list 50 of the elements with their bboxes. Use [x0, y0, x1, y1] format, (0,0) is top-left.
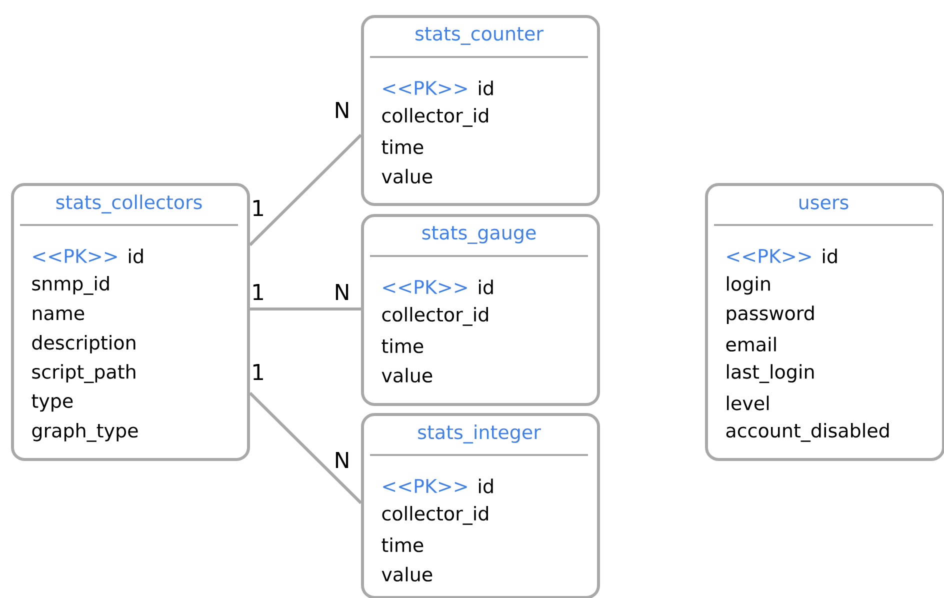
relationship-line: [248, 392, 362, 504]
cardinality-label: N: [336, 102, 348, 118]
table-box: [361, 413, 600, 598]
cardinality-label: N: [336, 284, 348, 300]
cardinality-label: 1: [253, 364, 263, 380]
field-name: time: [382, 338, 424, 354]
field-name: name: [32, 309, 84, 320]
table-title: stats_collectors: [56, 194, 202, 214]
field-name: script_path: [32, 364, 136, 384]
field-name: collector_id: [382, 506, 488, 525]
table-box: [361, 15, 600, 206]
cardinality-label: 1: [253, 200, 263, 216]
field-name: id: [479, 280, 493, 294]
relationship-line: [250, 308, 361, 310]
field-name: description: [32, 335, 136, 354]
field-name: account_disabled: [726, 422, 889, 442]
field-name: level: [727, 396, 769, 410]
field-name: value: [382, 368, 432, 383]
field-name: last_login: [727, 364, 814, 384]
table-box: [705, 183, 944, 461]
field-name: time: [382, 537, 424, 552]
key-marker: <<PK>>: [33, 249, 117, 263]
table-title: stats_integer: [418, 424, 541, 444]
field-name: collector_id: [382, 306, 488, 326]
field-name: snmp_id: [32, 276, 109, 295]
field-name: value: [382, 566, 432, 582]
field-name: id: [823, 248, 837, 264]
field-name: id: [479, 80, 493, 96]
table-title: users: [799, 198, 848, 210]
field-name: id: [479, 478, 493, 494]
key-marker: <<PK>>: [383, 280, 467, 294]
key-marker: <<PK>>: [383, 81, 467, 95]
cardinality-label: 1: [253, 284, 263, 300]
field-name: value: [382, 168, 432, 184]
field-name: type: [32, 394, 73, 412]
cardinality-label: N: [336, 452, 348, 468]
field-name: graph_type: [32, 422, 138, 442]
field-name: email: [726, 336, 776, 352]
field-name: login: [727, 276, 770, 295]
field-name: time: [382, 139, 424, 154]
table-title: stats_gauge: [422, 226, 536, 244]
field-name: password: [726, 306, 814, 324]
field-name: id: [129, 248, 143, 264]
table-title: stats_counter: [416, 27, 544, 45]
key-marker: <<PK>>: [383, 479, 467, 493]
key-marker: <<PK>>: [727, 249, 811, 263]
relationship-line: [248, 134, 362, 246]
field-name: collector_id: [382, 108, 488, 127]
table-box: [11, 183, 250, 461]
table-box: [361, 214, 600, 406]
